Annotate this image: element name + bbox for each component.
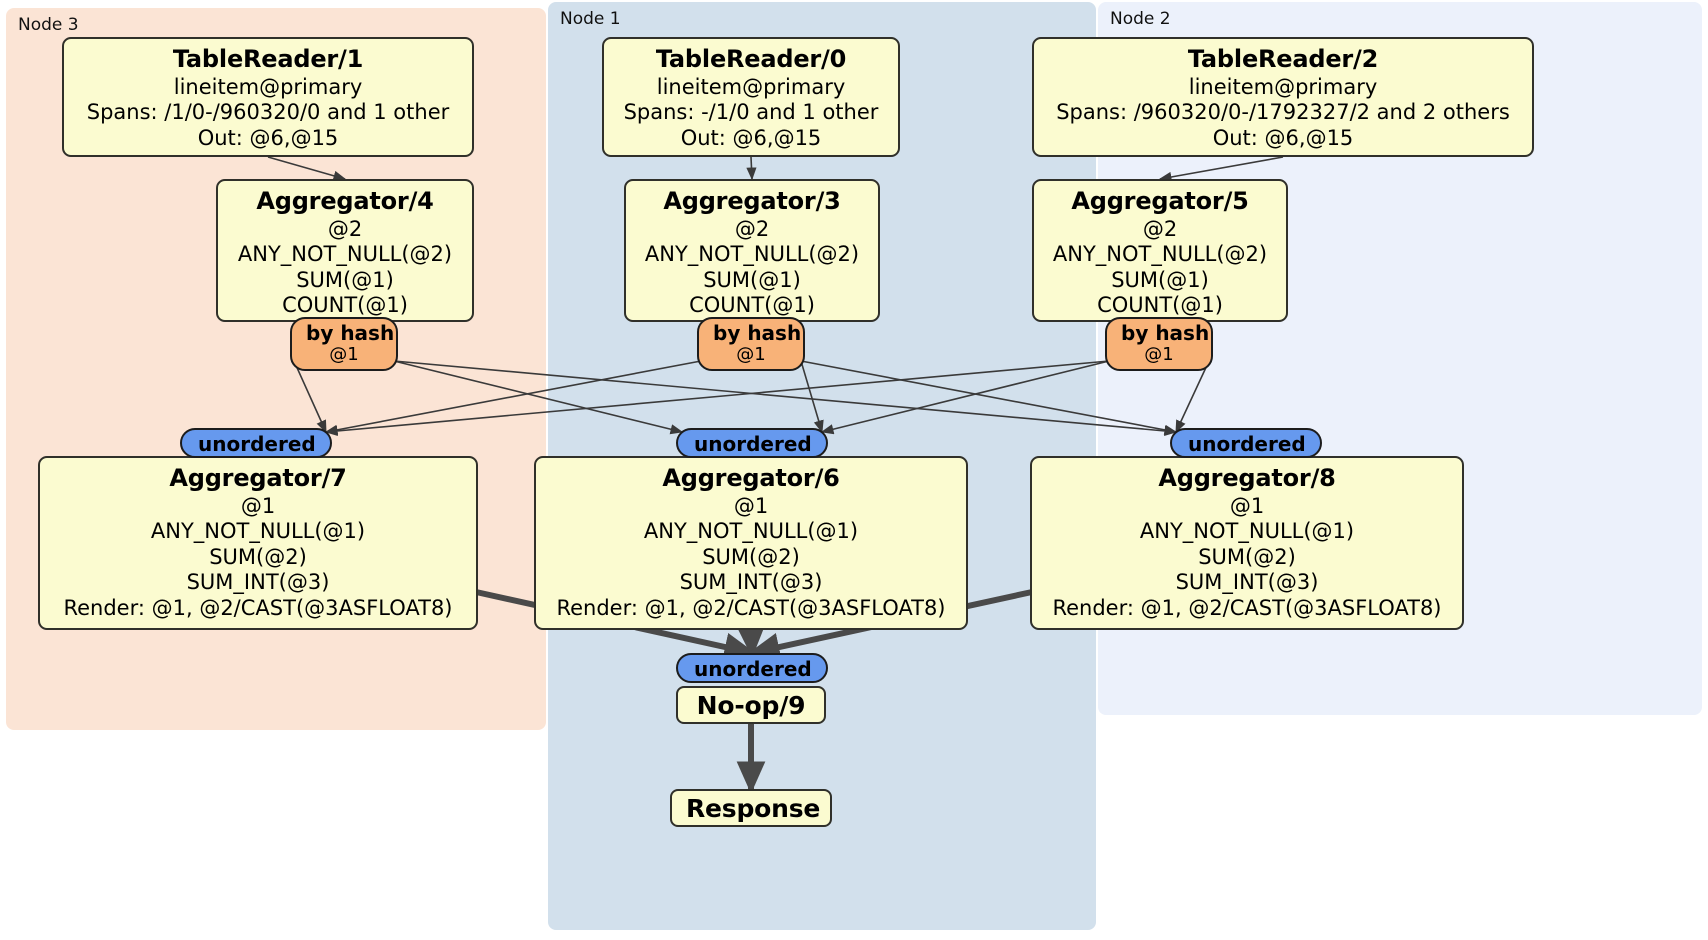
processor-line: @2 — [327, 217, 363, 242]
node-panel-label-node-1: Node 1 — [560, 9, 621, 29]
processor-line: Out: @6,@15 — [197, 125, 339, 150]
processor-render-line: Render: @1, @2/CAST(@3ASFLOAT8) — [1052, 595, 1442, 620]
processor-title: TableReader/0 — [655, 45, 847, 73]
processor-no-op-9[interactable]: No-op/9 — [676, 686, 826, 724]
processor-title: Aggregator/3 — [663, 187, 841, 215]
processor-line: ANY_NOT_NULL(@2) — [1052, 242, 1268, 267]
synchronizer-unordered-no-op-9[interactable]: unordered — [676, 653, 828, 683]
node-panel-label-node-3: Node 3 — [18, 15, 79, 35]
processor-line: @1 — [240, 494, 276, 519]
processor-line: Out: @6,@15 — [680, 125, 822, 150]
processor-title: Aggregator/7 — [169, 464, 347, 492]
processor-response[interactable]: Response — [670, 789, 832, 827]
processor-line: lineitem@primary — [1188, 75, 1378, 100]
processor-line: SUM_INT(@3) — [186, 570, 330, 595]
synchronizer-label: unordered — [198, 432, 316, 456]
processor-title: Aggregator/5 — [1071, 187, 1249, 215]
processor-line: Spans: /960320/0-/1792327/2 and 2 others — [1056, 100, 1510, 125]
processor-aggregator-3[interactable]: Aggregator/3 @2 ANY_NOT_NULL(@2) SUM(@1)… — [624, 179, 880, 322]
synchronizer-unordered-aggregator-6[interactable]: unordered — [676, 428, 828, 458]
processor-title: Aggregator/8 — [1158, 464, 1336, 492]
processor-line: ANY_NOT_NULL(@1) — [150, 519, 366, 544]
processor-title: No-op/9 — [696, 691, 806, 720]
processor-line: @2 — [734, 217, 770, 242]
processor-line: COUNT(@1) — [1097, 293, 1223, 318]
processor-aggregator-4[interactable]: Aggregator/4 @2 ANY_NOT_NULL(@2) SUM(@1)… — [216, 179, 474, 322]
processor-line: ANY_NOT_NULL(@2) — [644, 242, 860, 267]
router-by-hash-aggregator-3[interactable]: by hash @1 — [697, 317, 805, 371]
processor-line: COUNT(@1) — [282, 293, 408, 318]
processor-render-line: Render: @1, @2/CAST(@3ASFLOAT8) — [63, 595, 453, 620]
processor-line: @2 — [1142, 217, 1178, 242]
processor-line: SUM(@2) — [702, 544, 800, 569]
router-by-hash-aggregator-4[interactable]: by hash @1 — [290, 317, 398, 371]
processor-title: TableReader/2 — [1187, 45, 1379, 73]
processor-line: SUM(@1) — [296, 267, 394, 292]
processor-aggregator-8[interactable]: Aggregator/8 @1 ANY_NOT_NULL(@1) SUM(@2)… — [1030, 456, 1464, 630]
processor-aggregator-5[interactable]: Aggregator/5 @2 ANY_NOT_NULL(@2) SUM(@1)… — [1032, 179, 1288, 322]
router-sublabel: @1 — [1144, 344, 1174, 366]
synchronizer-unordered-aggregator-7[interactable]: unordered — [180, 428, 332, 458]
router-label: by hash — [713, 321, 802, 345]
processor-line: @1 — [733, 494, 769, 519]
processor-line: ANY_NOT_NULL(@1) — [1139, 519, 1355, 544]
processor-line: @1 — [1229, 494, 1265, 519]
processor-tablereader-1[interactable]: TableReader/1 lineitem@primary Spans: /1… — [62, 37, 474, 157]
processor-line: SUM(@1) — [1111, 267, 1209, 292]
processor-line: lineitem@primary — [173, 75, 363, 100]
router-label: by hash — [306, 321, 395, 345]
processor-line: ANY_NOT_NULL(@2) — [237, 242, 453, 267]
router-by-hash-aggregator-5[interactable]: by hash @1 — [1105, 317, 1213, 371]
router-sublabel: @1 — [329, 344, 359, 366]
processor-aggregator-6[interactable]: Aggregator/6 @1 ANY_NOT_NULL(@1) SUM(@2)… — [534, 456, 968, 630]
processor-line: COUNT(@1) — [689, 293, 815, 318]
processor-tablereader-2[interactable]: TableReader/2 lineitem@primary Spans: /9… — [1032, 37, 1534, 157]
synchronizer-label: unordered — [694, 657, 812, 681]
processor-line: Spans: /1/0-/960320/0 and 1 other — [86, 100, 450, 125]
processor-title: Aggregator/6 — [662, 464, 840, 492]
processor-line: Out: @6,@15 — [1212, 125, 1354, 150]
processor-title: TableReader/1 — [172, 45, 364, 73]
router-sublabel: @1 — [736, 344, 766, 366]
processor-render-line: Render: @1, @2/CAST(@3ASFLOAT8) — [556, 595, 946, 620]
processor-tablereader-0[interactable]: TableReader/0 lineitem@primary Spans: -/… — [602, 37, 900, 157]
synchronizer-label: unordered — [1188, 432, 1306, 456]
synchronizer-label: unordered — [694, 432, 812, 456]
processor-title: Aggregator/4 — [256, 187, 434, 215]
processor-line: SUM_INT(@3) — [679, 570, 823, 595]
router-label: by hash — [1121, 321, 1210, 345]
node-panel-label-node-2: Node 2 — [1110, 9, 1171, 29]
processor-line: SUM(@2) — [209, 544, 307, 569]
processor-line: SUM_INT(@3) — [1175, 570, 1319, 595]
processor-line: ANY_NOT_NULL(@1) — [643, 519, 859, 544]
processor-line: lineitem@primary — [656, 75, 846, 100]
processor-line: SUM(@2) — [1198, 544, 1296, 569]
processor-title: Response — [686, 794, 821, 823]
synchronizer-unordered-aggregator-8[interactable]: unordered — [1170, 428, 1322, 458]
processor-line: Spans: -/1/0 and 1 other — [623, 100, 879, 125]
processor-line: SUM(@1) — [703, 267, 801, 292]
processor-aggregator-7[interactable]: Aggregator/7 @1 ANY_NOT_NULL(@1) SUM(@2)… — [38, 456, 478, 630]
